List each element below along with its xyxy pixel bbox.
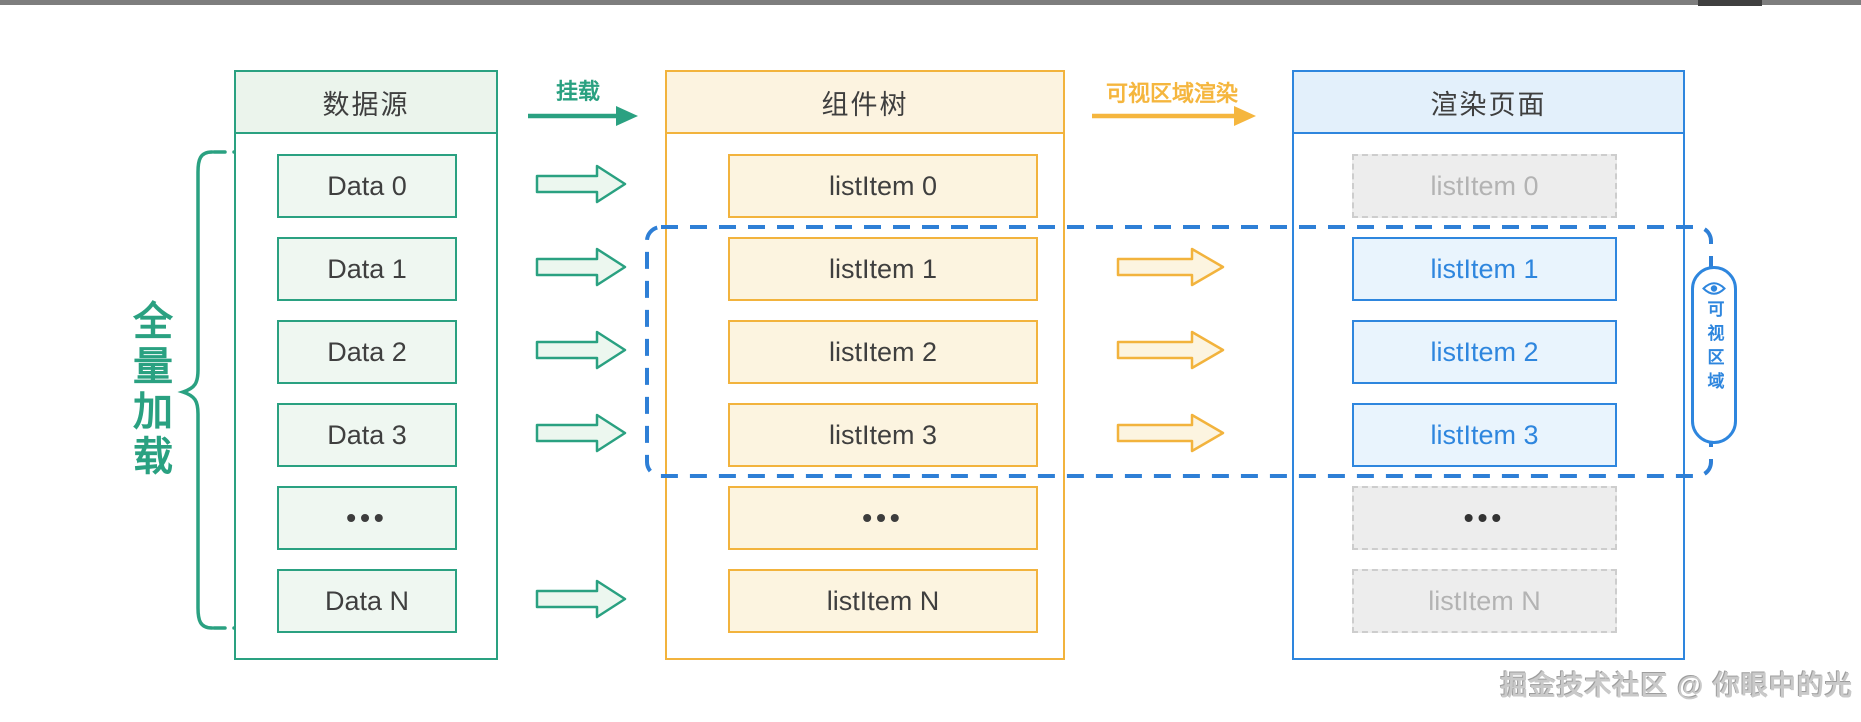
block-arrow-row-0 bbox=[535, 164, 627, 204]
render-item-n: listItem N bbox=[1352, 569, 1617, 633]
data-item-1: Data 1 bbox=[277, 237, 457, 301]
tree-to-render-arrows bbox=[1116, 247, 1225, 453]
tree-item-3: listItem 3 bbox=[728, 403, 1038, 467]
viewport-badge-label: 可视区域 bbox=[1704, 300, 1724, 396]
rendered-page-panel: 渲染页面 listItem 0 listItem 1 listItem 2 li… bbox=[1292, 70, 1685, 660]
top-edge-bar bbox=[0, 0, 1861, 5]
viewport-render-arrow-label: 可视区域渲染 bbox=[1105, 81, 1238, 106]
block-arrow-row-n bbox=[535, 579, 627, 619]
tree-item-2: listItem 2 bbox=[728, 320, 1038, 384]
data-source-title: 数据源 bbox=[236, 72, 496, 134]
full-load-label: 全量加载 bbox=[127, 300, 171, 480]
tree-item-ellipsis: ••• bbox=[728, 486, 1038, 550]
viewport-render-arrow bbox=[1092, 106, 1256, 126]
viewport-badge: 可视区域 bbox=[1691, 266, 1737, 444]
render-item-ellipsis: ••• bbox=[1352, 486, 1617, 550]
data-to-tree-arrows bbox=[535, 164, 627, 619]
data-item-ellipsis: ••• bbox=[277, 486, 457, 550]
block-arrow-row-3 bbox=[535, 413, 627, 453]
tree-item-0: listItem 0 bbox=[728, 154, 1038, 218]
mount-arrow-label: 挂载 bbox=[555, 79, 600, 104]
mount-arrow bbox=[528, 106, 638, 126]
viewport-arrow-row-2 bbox=[1116, 330, 1225, 370]
data-item-n: Data N bbox=[277, 569, 457, 633]
eye-icon bbox=[1702, 282, 1726, 295]
tree-item-n: listItem N bbox=[728, 569, 1038, 633]
data-item-3: Data 3 bbox=[277, 403, 457, 467]
data-item-0: Data 0 bbox=[277, 154, 457, 218]
watermark: 掘金技术社区 @ 你眼中的光 bbox=[1500, 671, 1853, 701]
component-tree-panel: 组件树 listItem 0 listItem 1 listItem 2 lis… bbox=[665, 70, 1065, 660]
render-item-0: listItem 0 bbox=[1352, 154, 1617, 218]
render-item-2: listItem 2 bbox=[1352, 320, 1617, 384]
tree-item-1: listItem 1 bbox=[728, 237, 1038, 301]
data-item-2: Data 2 bbox=[277, 320, 457, 384]
render-item-3: listItem 3 bbox=[1352, 403, 1617, 467]
component-tree-title: 组件树 bbox=[667, 72, 1063, 134]
viewport-arrow-row-1 bbox=[1116, 247, 1225, 287]
data-source-panel: 数据源 Data 0 Data 1 Data 2 Data 3 ••• Data… bbox=[234, 70, 498, 660]
rendered-page-title: 渲染页面 bbox=[1294, 72, 1683, 134]
viewport-arrow-row-3 bbox=[1116, 413, 1225, 453]
block-arrow-row-2 bbox=[535, 330, 627, 370]
render-item-1: listItem 1 bbox=[1352, 237, 1617, 301]
top-edge-clipped-text bbox=[1698, 0, 1762, 6]
block-arrow-row-1 bbox=[535, 247, 627, 287]
